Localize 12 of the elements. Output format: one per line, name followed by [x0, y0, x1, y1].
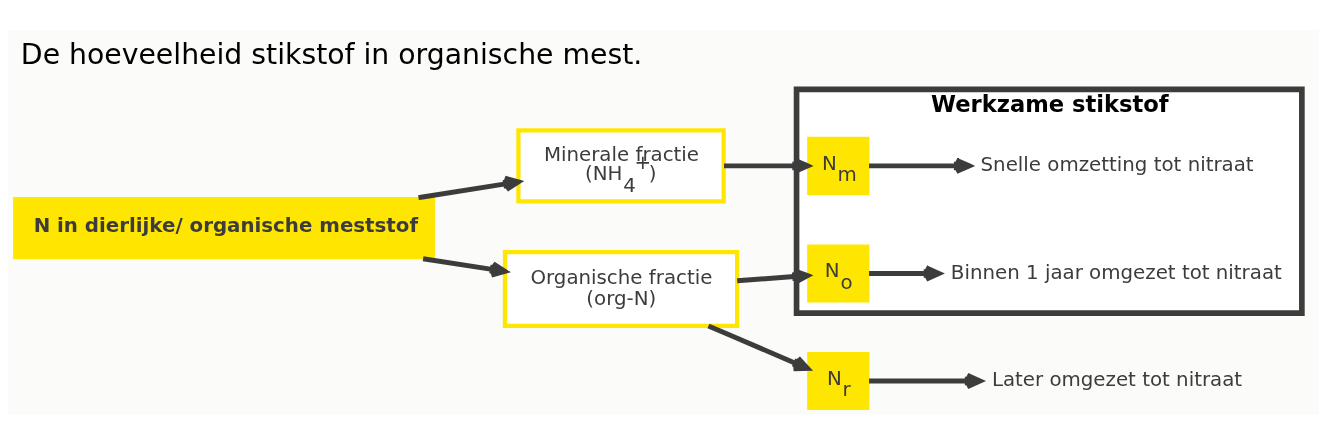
node-box: Organische fractie (org-N): [502, 250, 740, 328]
arrow: [418, 175, 521, 201]
arrow: [869, 265, 942, 282]
arrow: [422, 256, 508, 278]
arrow: [869, 372, 983, 390]
arrow: [869, 157, 972, 175]
node-box: N in dierlijke/ organische meststof: [13, 197, 435, 260]
node-text: Binnen 1 jaar omgezet tot nitraat: [950, 260, 1282, 284]
arrow: [707, 323, 811, 372]
diagram-title: De hoeveelheid stikstof in organische mest.: [20, 37, 643, 71]
node-text: Later omgezet tot nitraat: [991, 368, 1243, 392]
node-text: Snelle omzetting tot nitraat: [980, 153, 1254, 177]
